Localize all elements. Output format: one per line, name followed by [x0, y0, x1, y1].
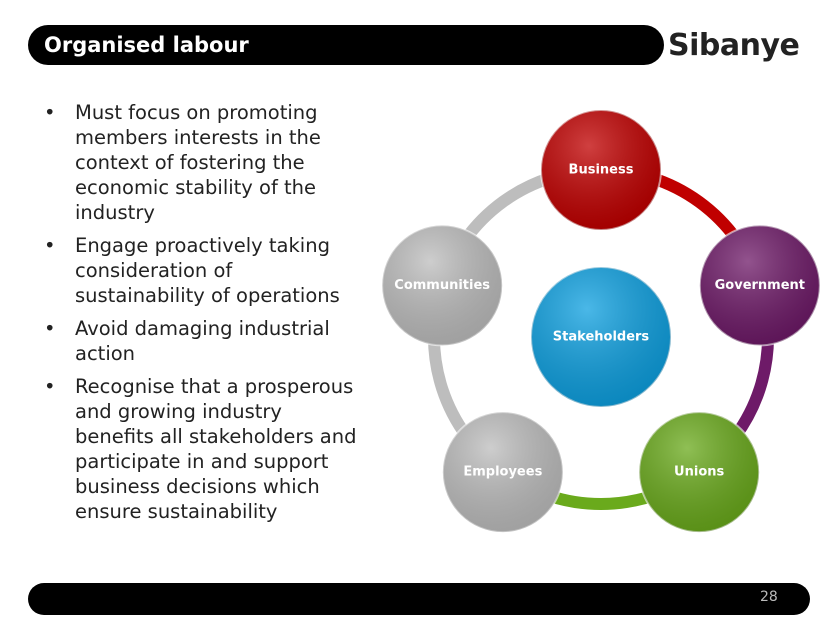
footer-bar: [28, 583, 810, 615]
gloss-overlay: [442, 412, 563, 533]
bullet-dot: •: [44, 317, 56, 340]
node-unions: Unions: [638, 411, 761, 534]
gloss-overlay: [541, 110, 661, 230]
node-employees: Employees: [441, 411, 564, 534]
node-business: Business: [540, 109, 662, 231]
node-stakeholders: Stakeholders: [530, 266, 672, 408]
bullet-item: • Must focus on promoting members interes…: [40, 100, 360, 225]
slide-title: Organised labour: [44, 33, 249, 57]
bullet-item: • Avoid damaging industrial action: [40, 316, 360, 366]
node-business-label: Business: [569, 163, 634, 178]
bullet-dot: •: [44, 375, 56, 398]
bullet-list: • Must focus on promoting members interes…: [40, 100, 360, 532]
node-communities-label: Communities: [394, 278, 490, 293]
gloss-overlay: [699, 225, 820, 346]
node-stakeholders-label: Stakeholders: [553, 330, 650, 345]
bullet-item: • Recognise that a prosperous and growing…: [40, 374, 360, 524]
bullet-text: Recognise that a prosperous and growing …: [75, 375, 357, 523]
node-communities: Communities: [381, 224, 504, 347]
bullet-dot: •: [44, 234, 56, 257]
node-unions-label: Unions: [674, 465, 724, 480]
page-number: 28: [760, 589, 778, 605]
bullet-text: Avoid damaging industrial action: [75, 317, 330, 365]
sibanye-logo: Sibanye: [668, 28, 800, 63]
gloss-overlay: [639, 412, 760, 533]
bullet-item: • Engage proactively taking consideration…: [40, 233, 360, 308]
bullet-text: Must focus on promoting members interest…: [75, 101, 321, 224]
gloss-overlay: [382, 225, 503, 346]
bullet-dot: •: [44, 101, 56, 124]
bullet-text: Engage proactively taking consideration …: [75, 234, 340, 307]
title-bar: [28, 25, 664, 65]
node-employees-label: Employees: [463, 465, 542, 480]
node-government-label: Government: [715, 278, 805, 293]
gloss-overlay: [531, 267, 671, 407]
node-government: Government: [698, 224, 821, 347]
